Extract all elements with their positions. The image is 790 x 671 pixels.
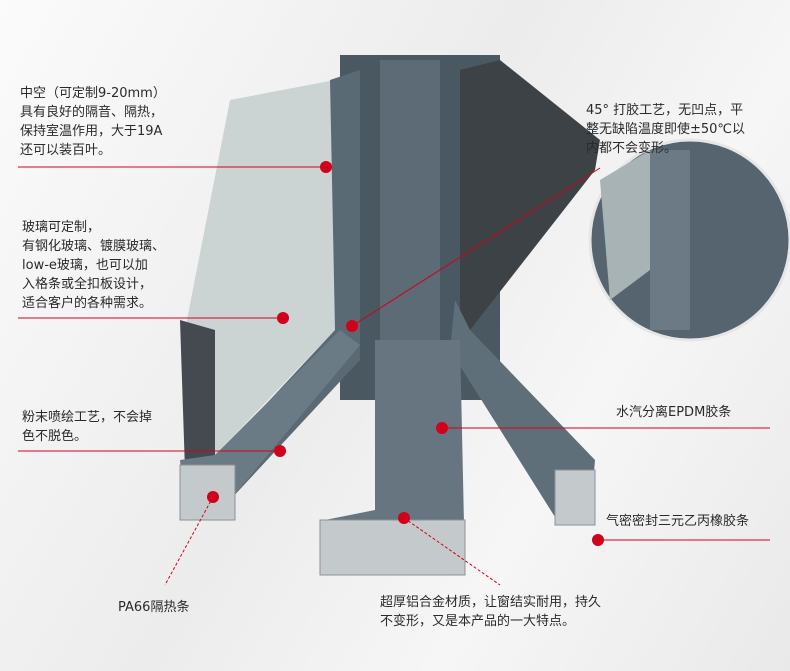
callout-dot: [320, 161, 332, 173]
annotation-powder-coating: 粉末喷绘工艺，不会掉 色不脱色。: [22, 410, 153, 444]
callout-line-angle: [351, 167, 601, 327]
callout-line-aluminum: [403, 517, 501, 586]
callout-dot: [346, 320, 358, 332]
inset-frame: [650, 150, 690, 330]
inset-glass: [600, 150, 650, 300]
screen-mesh-panel: [460, 60, 600, 340]
callout-dot: [277, 312, 289, 324]
annotation-epdm: 水汽分离EPDM胶条: [616, 405, 732, 420]
bottom-profile-section: [319, 519, 466, 576]
annotation-hollow-glass: 中空（可定制9-20mm） 具有良好的隔音、隔热， 保持室温作用，大于19A 还…: [20, 86, 166, 158]
callout-dot: [592, 534, 604, 546]
glass-pane: [185, 80, 335, 455]
annotation-glass-custom: 玻璃可定制， 有钢化玻璃、镀膜玻璃、 low-e玻璃，也可以加 入格条或全扣板设…: [22, 220, 166, 311]
mullion-inner: [380, 60, 440, 360]
annotation-pa66: PA66隔热条: [118, 600, 190, 615]
bottom-profile: [320, 340, 465, 575]
left-profile-section: [179, 464, 236, 521]
screen-frame: [450, 300, 595, 525]
right-profile-section: [554, 469, 596, 526]
callout-line-pa66: [164, 496, 214, 586]
callout-dot: [436, 422, 448, 434]
glass-edge-seal: [180, 320, 215, 470]
callout-dot: [398, 512, 410, 524]
callout-dot: [207, 491, 219, 503]
callout-dot: [274, 445, 286, 457]
annotation-angle-glue: 45° 打胶工艺，无凹点，平 整无缺陷温度即使±50℃以 内都不会变形。: [586, 103, 746, 156]
annotation-aluminum: 超厚铝合金材质，让窗结实耐用，持久 不变形，又是本产品的一大特点。: [380, 595, 602, 629]
annotation-airtight-seal: 气密密封三元乙丙橡胶条: [606, 514, 750, 529]
